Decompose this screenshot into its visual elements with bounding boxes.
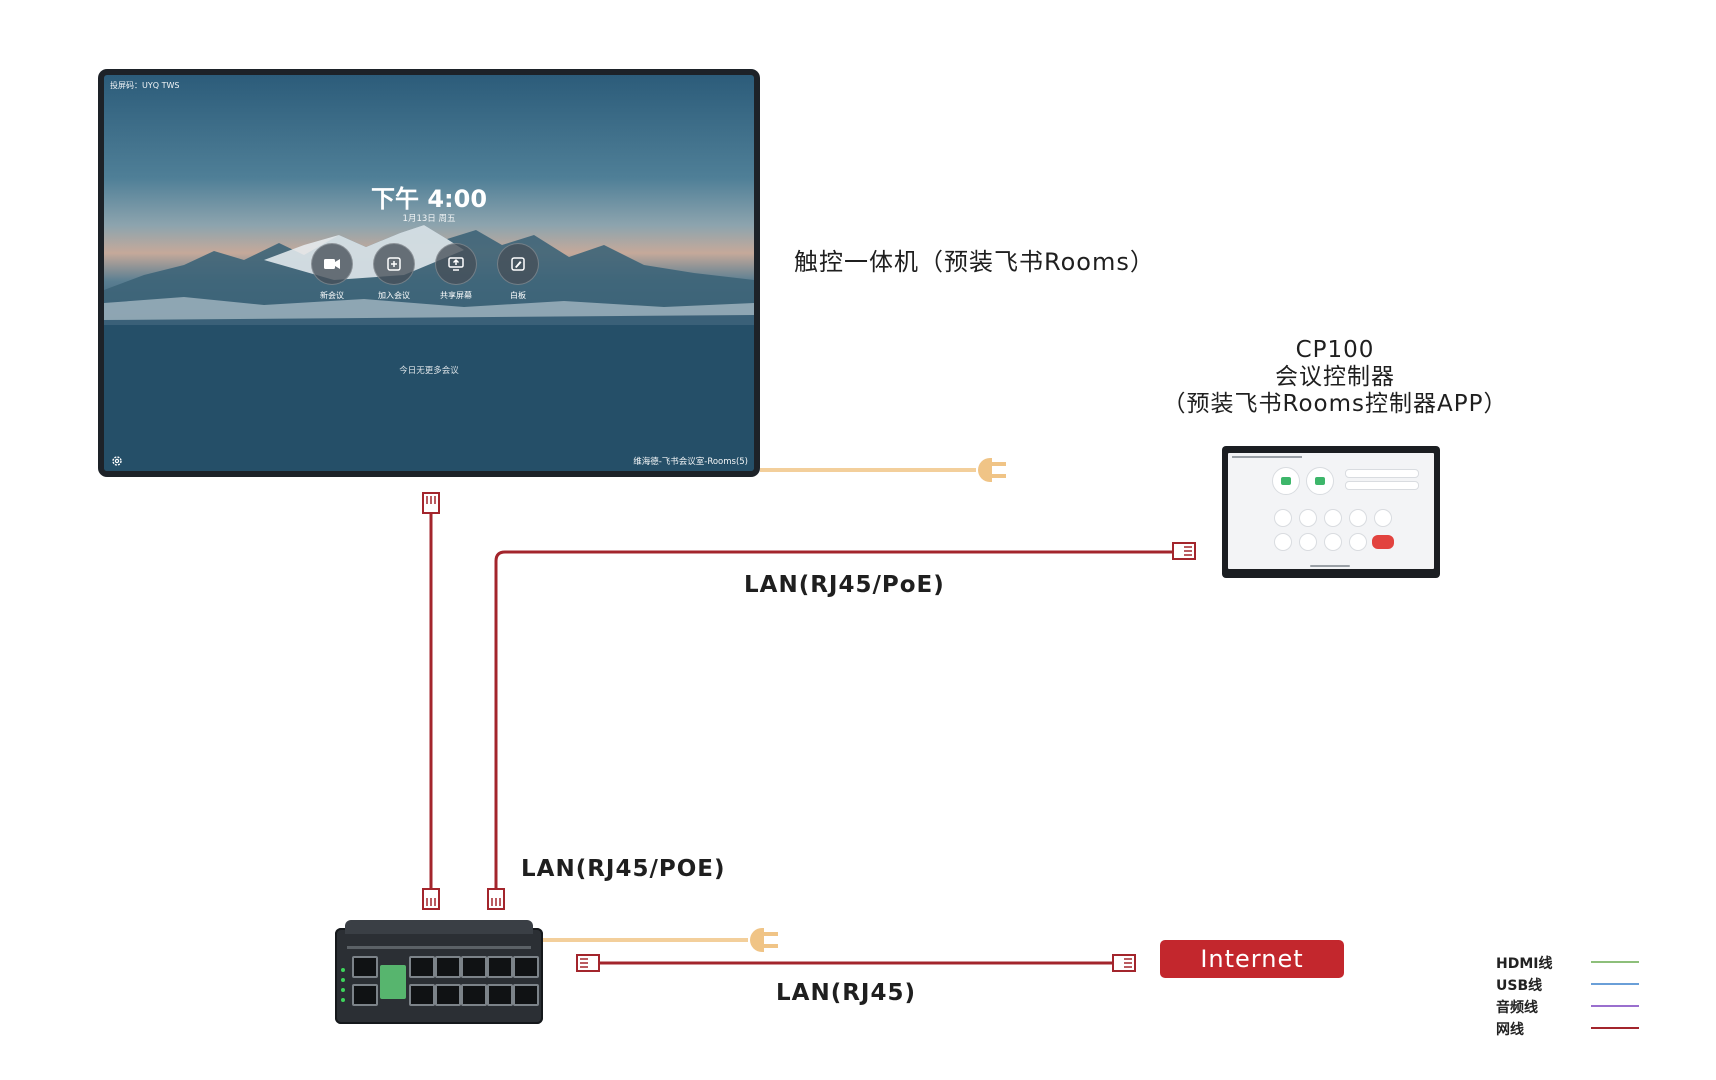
cp100-note: （预装飞书Rooms控制器APP）: [1162, 391, 1508, 417]
switch-port: [435, 956, 461, 978]
mountain-wallpaper: [104, 225, 754, 471]
tablet-info-pill: [1345, 481, 1419, 490]
tablet-info-pill: [1345, 469, 1419, 478]
internet-badge: Internet: [1160, 940, 1344, 978]
tablet-control-button: [1324, 509, 1342, 527]
switch-port: [461, 956, 487, 978]
legend-label: 网线: [1496, 1022, 1524, 1038]
legend-line-hdmi: [1591, 961, 1639, 963]
tablet-video-button: [1306, 467, 1334, 495]
gear-icon[interactable]: [111, 455, 123, 467]
switch-port: [461, 984, 487, 1006]
display-screen: 投屏码：UYQ TWS 下午 4:00 1月13日 周五 新会议 加入会议 共享…: [104, 75, 754, 471]
tablet-control-button: [1349, 509, 1367, 527]
switch-label-strip: [347, 946, 531, 949]
status-led: [341, 978, 345, 982]
status-led: [341, 998, 345, 1002]
cable-legend: HDMI线 USB线 音频线 网线: [1496, 951, 1646, 1039]
internet-rj45-connector-icon: [1112, 954, 1136, 972]
display-label: 触控一体机（预装飞书Rooms）: [794, 248, 1155, 276]
switch-rj45-connector-icon: [422, 888, 440, 910]
share-screen-icon: [435, 243, 477, 285]
tablet-control-button: [1324, 533, 1342, 551]
legend-label: 音频线: [1496, 1000, 1538, 1016]
cp100-lan-cable: [494, 550, 1177, 893]
display-rj45-connector-icon: [422, 492, 440, 514]
join-meeting-button[interactable]: 加入会议: [364, 243, 424, 301]
action-label: 新会议: [320, 291, 344, 300]
switch-power-plug-icon: [750, 928, 778, 952]
clock-date: 1月13日 周五: [402, 214, 456, 224]
lan-poe-label-lower: LAN(RJ45/POE): [521, 856, 726, 882]
switch-port: [352, 956, 378, 978]
legend-label: USB线: [1496, 978, 1543, 994]
legend-label: HDMI线: [1496, 956, 1553, 972]
action-label: 白板: [510, 291, 526, 300]
switch-poe-rj45-connector-icon: [487, 888, 505, 910]
action-label: 共享屏幕: [440, 291, 472, 300]
no-meetings-text: 今日无更多会议: [399, 366, 459, 376]
legend-row-network: 网线: [1496, 1017, 1646, 1039]
cast-code: 投屏码：UYQ TWS: [110, 81, 180, 90]
tablet-control-button: [1299, 533, 1317, 551]
plus-icon: [373, 243, 415, 285]
legend-row-hdmi: HDMI线: [1496, 951, 1646, 973]
video-camera-icon: [311, 243, 353, 285]
legend-line-usb: [1591, 983, 1639, 985]
switch-port: [409, 984, 435, 1006]
tablet-control-button: [1349, 533, 1367, 551]
lan-poe-label-upper: LAN(RJ45/PoE): [744, 572, 945, 598]
tablet-control-button: [1274, 509, 1292, 527]
legend-row-usb: USB线: [1496, 973, 1646, 995]
meeting-actions: 新会议 加入会议 共享屏幕 白板: [104, 243, 754, 303]
tablet-call-button: [1272, 467, 1300, 495]
display-power-plug-icon: [978, 458, 1006, 482]
room-name: 维海德-飞书会议室-Rooms(5): [633, 457, 748, 467]
switch-port: [487, 956, 513, 978]
network-switch: [335, 920, 543, 1024]
status-led: [341, 968, 345, 972]
clock-time: 下午 4:00: [370, 185, 488, 213]
legend-line-audio: [1591, 1005, 1639, 1007]
cp100-name: 会议控制器: [1275, 364, 1395, 390]
switch-port: [409, 956, 435, 978]
legend-line-network: [1591, 1027, 1639, 1029]
new-meeting-button[interactable]: 新会议: [302, 243, 362, 301]
tablet-control-button: [1299, 509, 1317, 527]
legend-row-audio: 音频线: [1496, 995, 1646, 1017]
switch-port: [487, 984, 513, 1006]
whiteboard-button[interactable]: 白板: [488, 243, 548, 301]
cp100-model: CP100: [1295, 337, 1375, 363]
cp100-screen: [1228, 453, 1434, 569]
switch-port: [513, 984, 539, 1006]
touch-display: 投屏码：UYQ TWS 下午 4:00 1月13日 周五 新会议 加入会议 共享…: [98, 69, 760, 477]
cp100-rj45-connector-icon: [1172, 542, 1196, 560]
tablet-end-call-button: [1372, 535, 1394, 549]
terminal-block: [380, 965, 406, 999]
lan-label: LAN(RJ45): [776, 980, 917, 1006]
whiteboard-icon: [497, 243, 539, 285]
tablet-control-button: [1274, 533, 1292, 551]
switch-port: [352, 984, 378, 1006]
tablet-status-bar: [1232, 456, 1302, 458]
share-screen-button[interactable]: 共享屏幕: [426, 243, 486, 301]
switch-uplink-rj45-connector-icon: [576, 954, 600, 972]
cp100-tablet: [1222, 446, 1440, 578]
cp100-label: CP100 会议控制器 （预装飞书Rooms控制器APP）: [1145, 337, 1525, 418]
action-label: 加入会议: [378, 291, 410, 300]
switch-top-cover: [345, 920, 533, 934]
switch-port: [435, 984, 461, 1006]
tablet-control-button: [1374, 509, 1392, 527]
status-led: [341, 988, 345, 992]
tablet-home-indicator: [1310, 565, 1350, 567]
switch-port: [513, 956, 539, 978]
